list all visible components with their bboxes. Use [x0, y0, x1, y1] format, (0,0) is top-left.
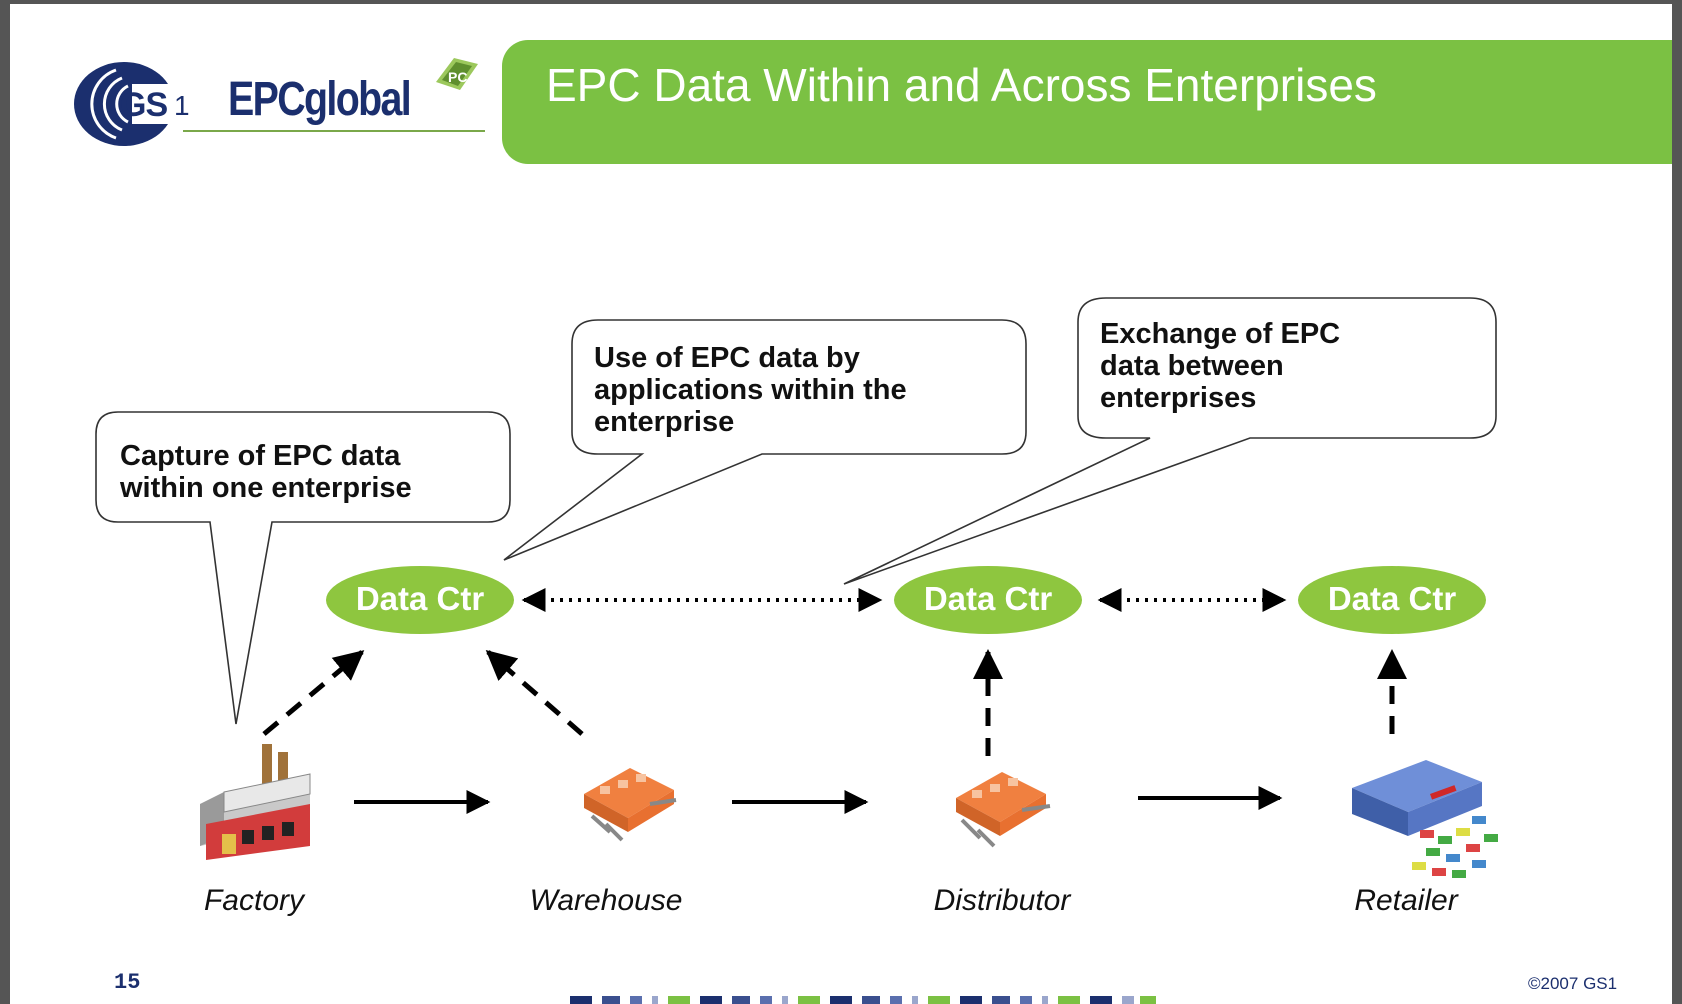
callout-use-bubble — [503, 319, 1027, 561]
factory-icon — [200, 744, 311, 860]
data-center-label-2: Data Ctr — [923, 580, 1053, 617]
gs1-logo-icon — [74, 62, 178, 146]
callout-exchange-line-3: enterprises — [1100, 382, 1257, 414]
footer-stripe-decoration — [570, 996, 1156, 1004]
slide: GS 1 EPCglobal PC EPC Data Within and Ac… — [10, 4, 1672, 1004]
gs1-epcglobal-logo: GS 1 EPCglobal PC — [68, 52, 488, 152]
data-center-label-1: Data Ctr — [355, 580, 485, 617]
callout-use-line-3: enterprise — [594, 406, 735, 438]
callout-use-line-2: applications within the — [594, 374, 907, 406]
distributor-icon — [956, 772, 1051, 848]
capture-arrow-warehouse — [485, 650, 584, 736]
site-label-warehouse: Warehouse — [529, 884, 683, 917]
callout-capture-bubble — [95, 411, 511, 725]
page-title: EPC Data Within and Across Enterprises — [546, 59, 1377, 111]
retailer-icon — [1352, 760, 1498, 878]
warehouse-icon — [584, 768, 677, 842]
logo-underline — [183, 130, 485, 132]
callout-use-line-1: Use of EPC data by — [594, 342, 860, 374]
title-banner: EPC Data Within and Across Enterprises — [502, 40, 1672, 164]
logo-epcglobal-text: EPCglobal — [228, 73, 412, 126]
page-number: 15 — [114, 970, 141, 995]
site-label-distributor: Distributor — [933, 884, 1071, 917]
logo-gs-number: 1 — [174, 90, 190, 121]
epc-badge-icon: PC — [436, 58, 478, 90]
callout-capture-text: Capture of EPC data within one enterpris… — [120, 440, 412, 504]
data-center-node-1 — [326, 566, 514, 634]
callout-exchange-bubble — [843, 297, 1497, 585]
callout-capture-line-1: Capture of EPC data — [120, 440, 401, 472]
svg-text:PC: PC — [448, 69, 467, 85]
callout-exchange-text: Exchange of EPC data between enterprises — [1100, 318, 1340, 414]
copyright-text: ©2007 GS1 — [1528, 974, 1618, 993]
capture-arrow-factory — [262, 650, 365, 736]
supply-chain-diagram — [95, 297, 1498, 878]
data-center-node-2 — [894, 566, 1082, 634]
callout-exchange-line-1: Exchange of EPC — [1100, 318, 1341, 350]
data-center-node-3 — [1298, 566, 1486, 634]
callout-use-text: Use of EPC data by applications within t… — [594, 342, 907, 438]
data-center-label-3: Data Ctr — [1327, 580, 1457, 617]
site-label-retailer: Retailer — [1354, 884, 1458, 917]
site-label-factory: Factory — [203, 884, 305, 917]
callout-capture-line-2: within one enterprise — [120, 472, 412, 504]
callout-exchange-line-2: data between — [1100, 350, 1284, 382]
logo-gs-text: GS — [120, 86, 168, 124]
